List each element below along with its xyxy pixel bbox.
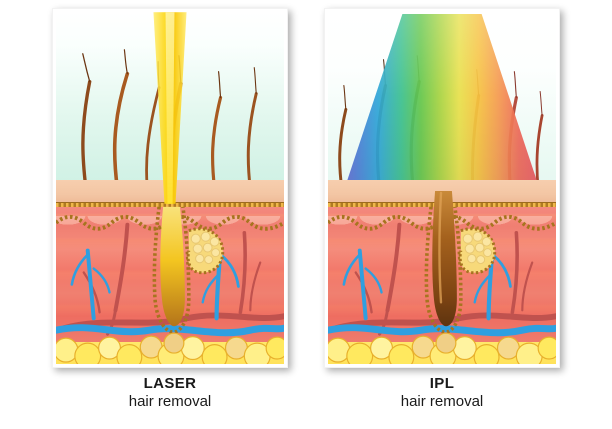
caption-subtitle-ipl: hair removal: [400, 393, 484, 410]
caption-laser: LASER hair removal: [52, 375, 288, 411]
panel-content-laser: [56, 12, 284, 364]
dermal-structures-ipl: [328, 190, 556, 364]
dermal-structures-laser: [56, 206, 284, 364]
panel-frame-ipl: [324, 8, 560, 368]
panel-content-ipl: [328, 12, 556, 364]
caption-ipl: IPL hair removal: [324, 375, 560, 411]
panel-laser: [52, 8, 288, 368]
laser-beam-core: [165, 12, 175, 204]
caption-subtitle-laser: hair removal: [128, 393, 212, 410]
panel-frame-laser: [52, 8, 288, 368]
caption-title-laser: LASER: [143, 375, 197, 392]
panel-ipl: [324, 8, 560, 368]
caption-title-ipl: IPL: [429, 375, 455, 392]
